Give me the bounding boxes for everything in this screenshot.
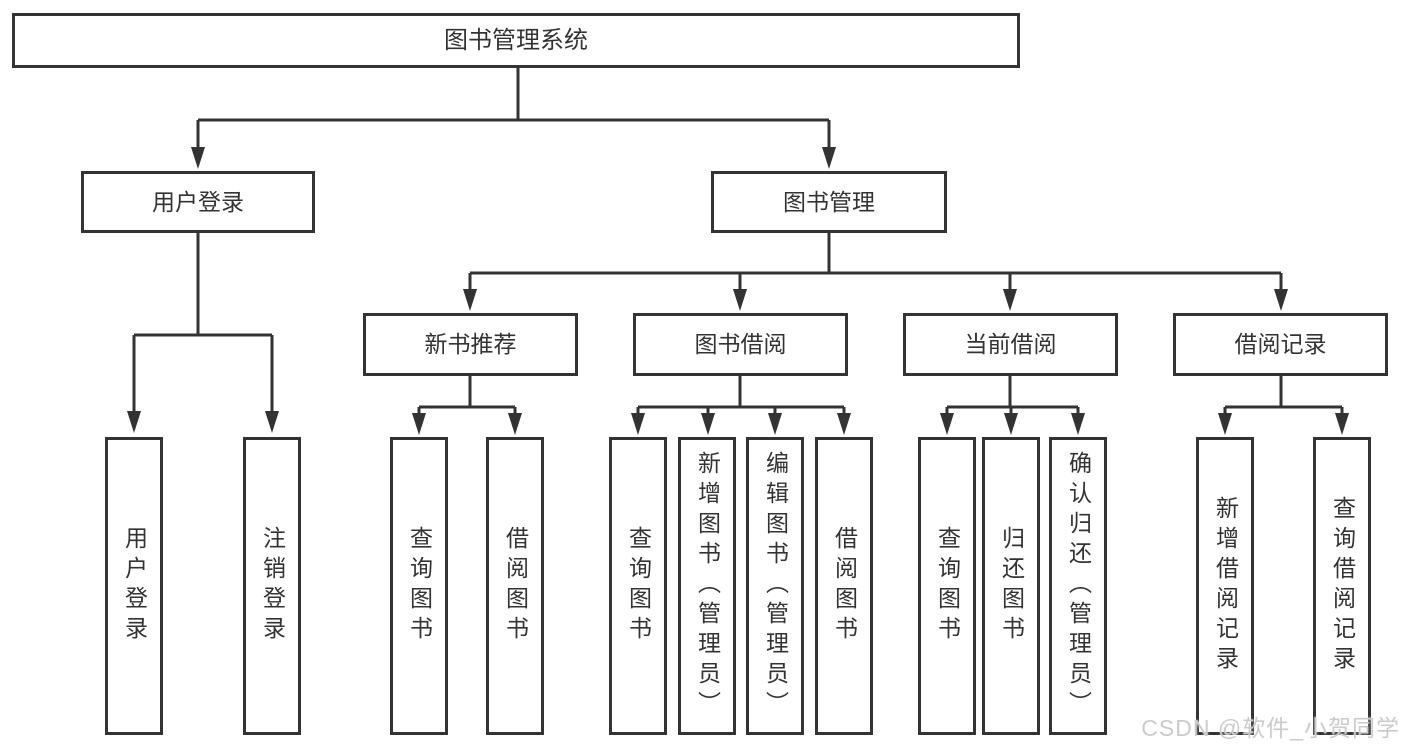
leaf-query-books-current: 查询图书 (918, 437, 976, 735)
node-new-book-recommend: 新书推荐 (363, 313, 578, 376)
node-current-borrow: 当前借阅 (903, 313, 1118, 376)
leaf-borrow-books-2: 借阅图书 (815, 437, 873, 735)
leaf-borrow-books-recommend: 借阅图书 (486, 437, 544, 735)
node-borrow-records: 借阅记录 (1173, 313, 1388, 376)
leaf-query-books-recommend: 查询图书 (390, 437, 448, 735)
node-book-management: 图书管理 (711, 171, 947, 233)
leaf-query-books-borrow: 查询图书 (609, 437, 667, 735)
leaf-confirm-return-admin: 确认归还（管理员） (1049, 437, 1107, 735)
csdn-watermark: CSDN @软件_小贺同学 (1141, 715, 1400, 741)
leaf-return-book: 归还图书 (982, 437, 1040, 735)
leaf-logout: 注销登录 (243, 437, 301, 735)
leaf-add-borrow-record: 新增借阅记录 (1196, 437, 1254, 735)
leaf-query-borrow-record: 查询借阅记录 (1313, 437, 1371, 735)
leaf-add-book-admin: 新增图书（管理员） (678, 437, 736, 735)
arrow-down-icons (127, 147, 1349, 435)
node-user-login: 用户登录 (81, 171, 315, 233)
node-book-borrow: 图书借阅 (633, 313, 848, 376)
connector-strokes (132, 68, 1344, 414)
leaf-user-login: 用户登录 (105, 437, 163, 735)
leaf-edit-book-admin: 编辑图书（管理员） (746, 437, 804, 735)
node-library-system: 图书管理系统 (12, 13, 1020, 68)
